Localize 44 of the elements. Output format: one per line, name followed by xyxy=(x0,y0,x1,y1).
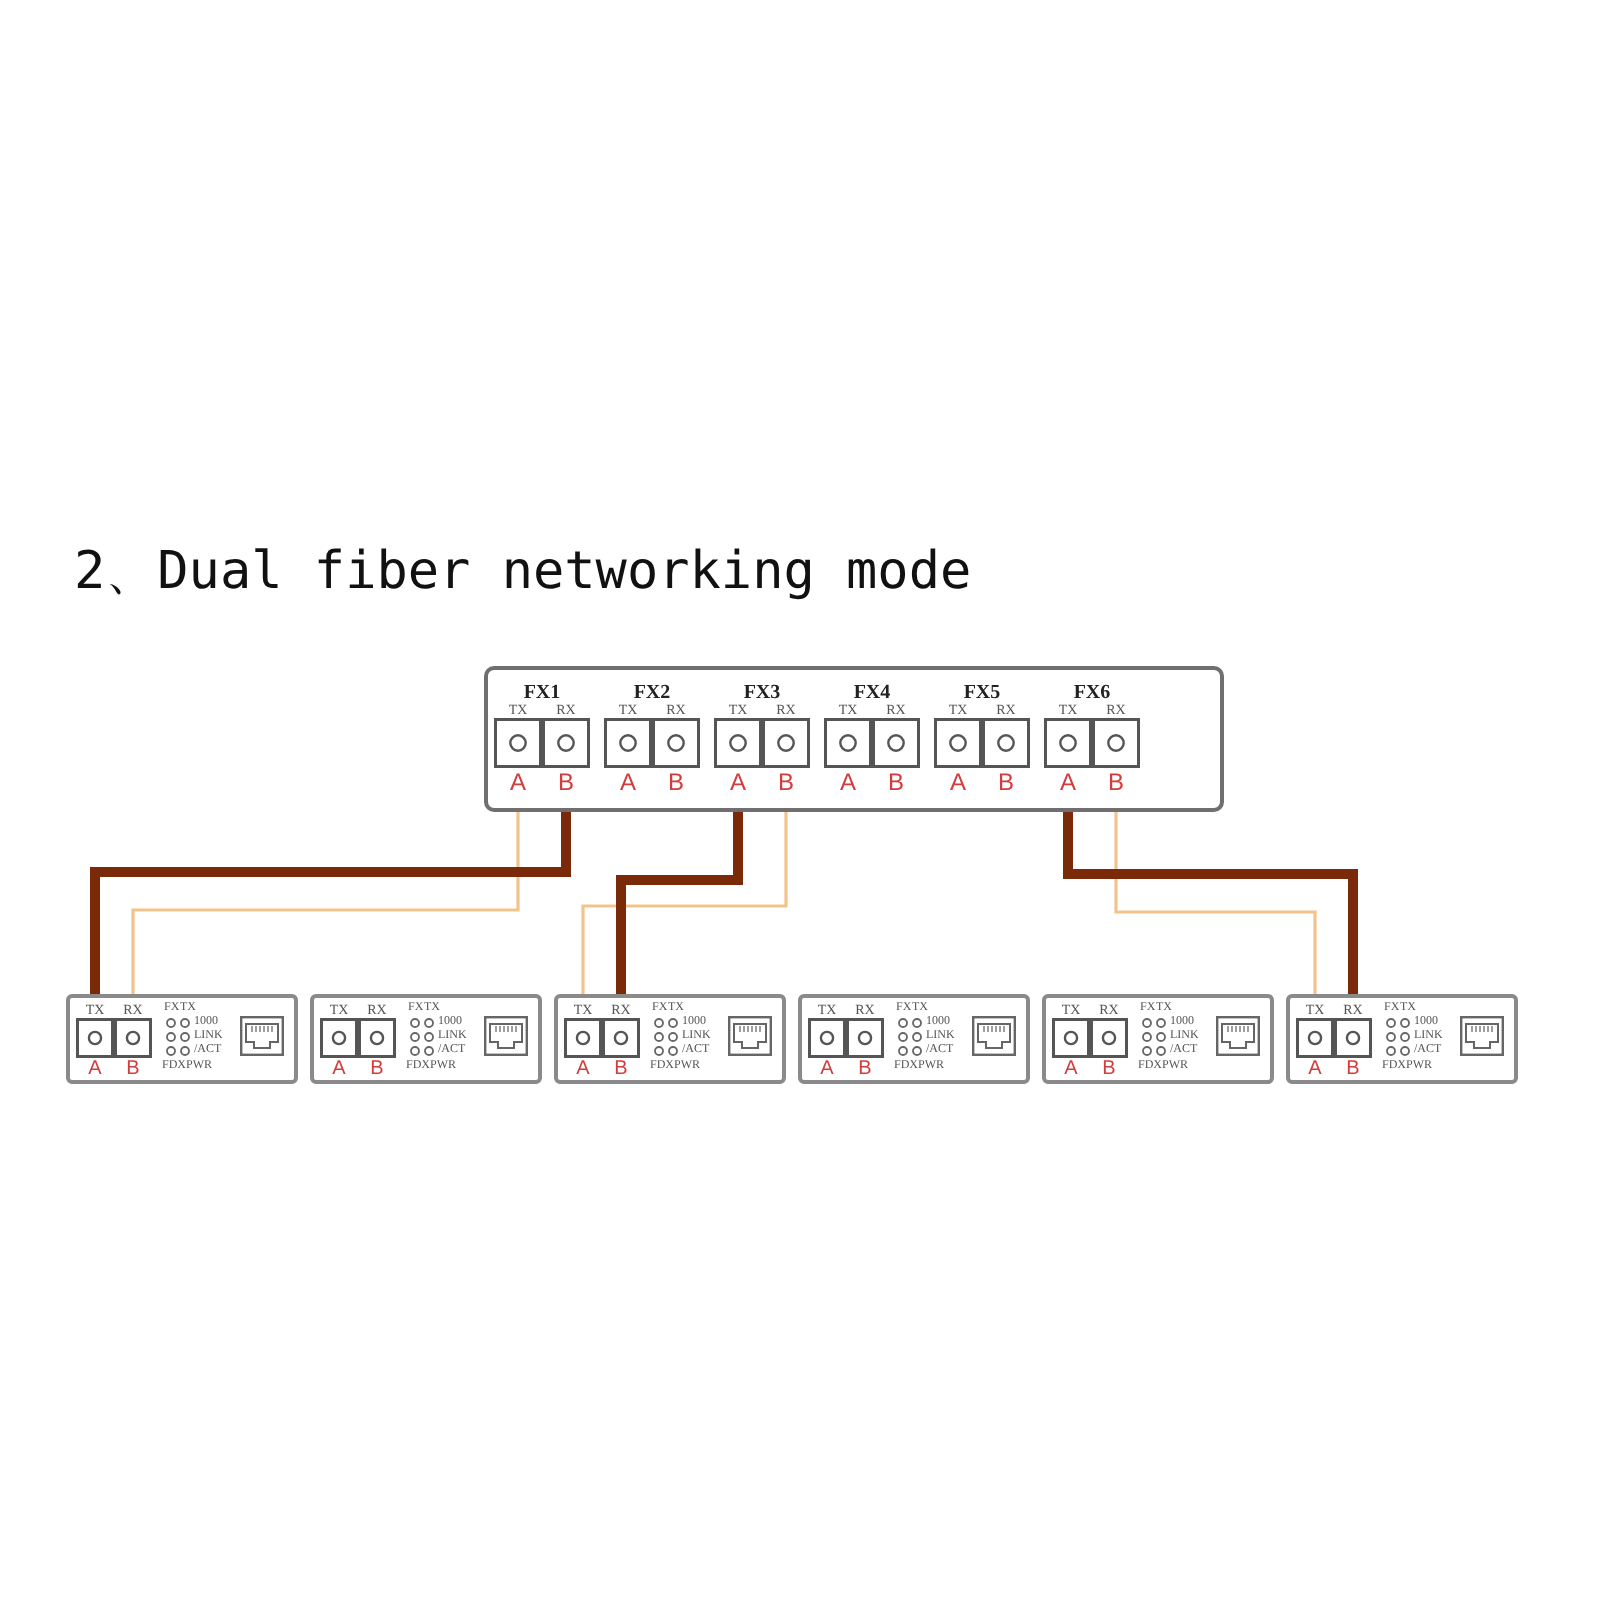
media-converter xyxy=(66,994,298,1084)
port-group-label: FX5 xyxy=(963,682,1001,704)
port-letter: A xyxy=(729,770,746,794)
port-letter: B xyxy=(858,1060,872,1080)
port-letter: A xyxy=(949,770,966,794)
port-letter: A xyxy=(509,770,526,794)
port-letter: B xyxy=(1107,770,1124,794)
media-converter xyxy=(798,994,1030,1084)
media-converter xyxy=(554,994,786,1084)
fiber-cable xyxy=(131,808,520,998)
fiber-cable xyxy=(90,808,571,998)
port-group-label: FX2 xyxy=(633,682,671,704)
port-letter: A xyxy=(332,1060,346,1080)
port-letter: B xyxy=(126,1060,140,1080)
port-letter: B xyxy=(777,770,794,794)
port-letter: B xyxy=(1346,1060,1360,1080)
media-converter xyxy=(310,994,542,1084)
fiber-cable xyxy=(616,808,743,998)
port-letter: B xyxy=(614,1060,628,1080)
port-group-label: FX1 xyxy=(523,682,561,704)
port-letter: A xyxy=(820,1060,834,1080)
port-letter: A xyxy=(576,1060,590,1080)
port-letter: A xyxy=(1064,1060,1078,1080)
media-converter xyxy=(1042,994,1274,1084)
port-letter: B xyxy=(887,770,904,794)
port-letter: B xyxy=(997,770,1014,794)
port-group-label: FX4 xyxy=(853,682,891,704)
port-letter: A xyxy=(839,770,856,794)
port-letter: B xyxy=(557,770,574,794)
port-letter: A xyxy=(88,1060,102,1080)
port-letter: A xyxy=(619,770,636,794)
port-letter: B xyxy=(370,1060,384,1080)
fiber-cable xyxy=(1114,808,1317,998)
port-letter: A xyxy=(1059,770,1076,794)
fiber-cable xyxy=(581,808,788,998)
fiber-switch xyxy=(484,666,1224,812)
port-group-label: FX6 xyxy=(1073,682,1111,704)
port-group-label: FX3 xyxy=(743,682,781,704)
port-letter: A xyxy=(1308,1060,1322,1080)
fiber-cable xyxy=(1063,808,1358,998)
media-converter xyxy=(1286,994,1518,1084)
port-letter: B xyxy=(1102,1060,1116,1080)
diagram-title: 2、Dual fiber networking mode xyxy=(74,540,972,604)
port-letter: B xyxy=(667,770,684,794)
